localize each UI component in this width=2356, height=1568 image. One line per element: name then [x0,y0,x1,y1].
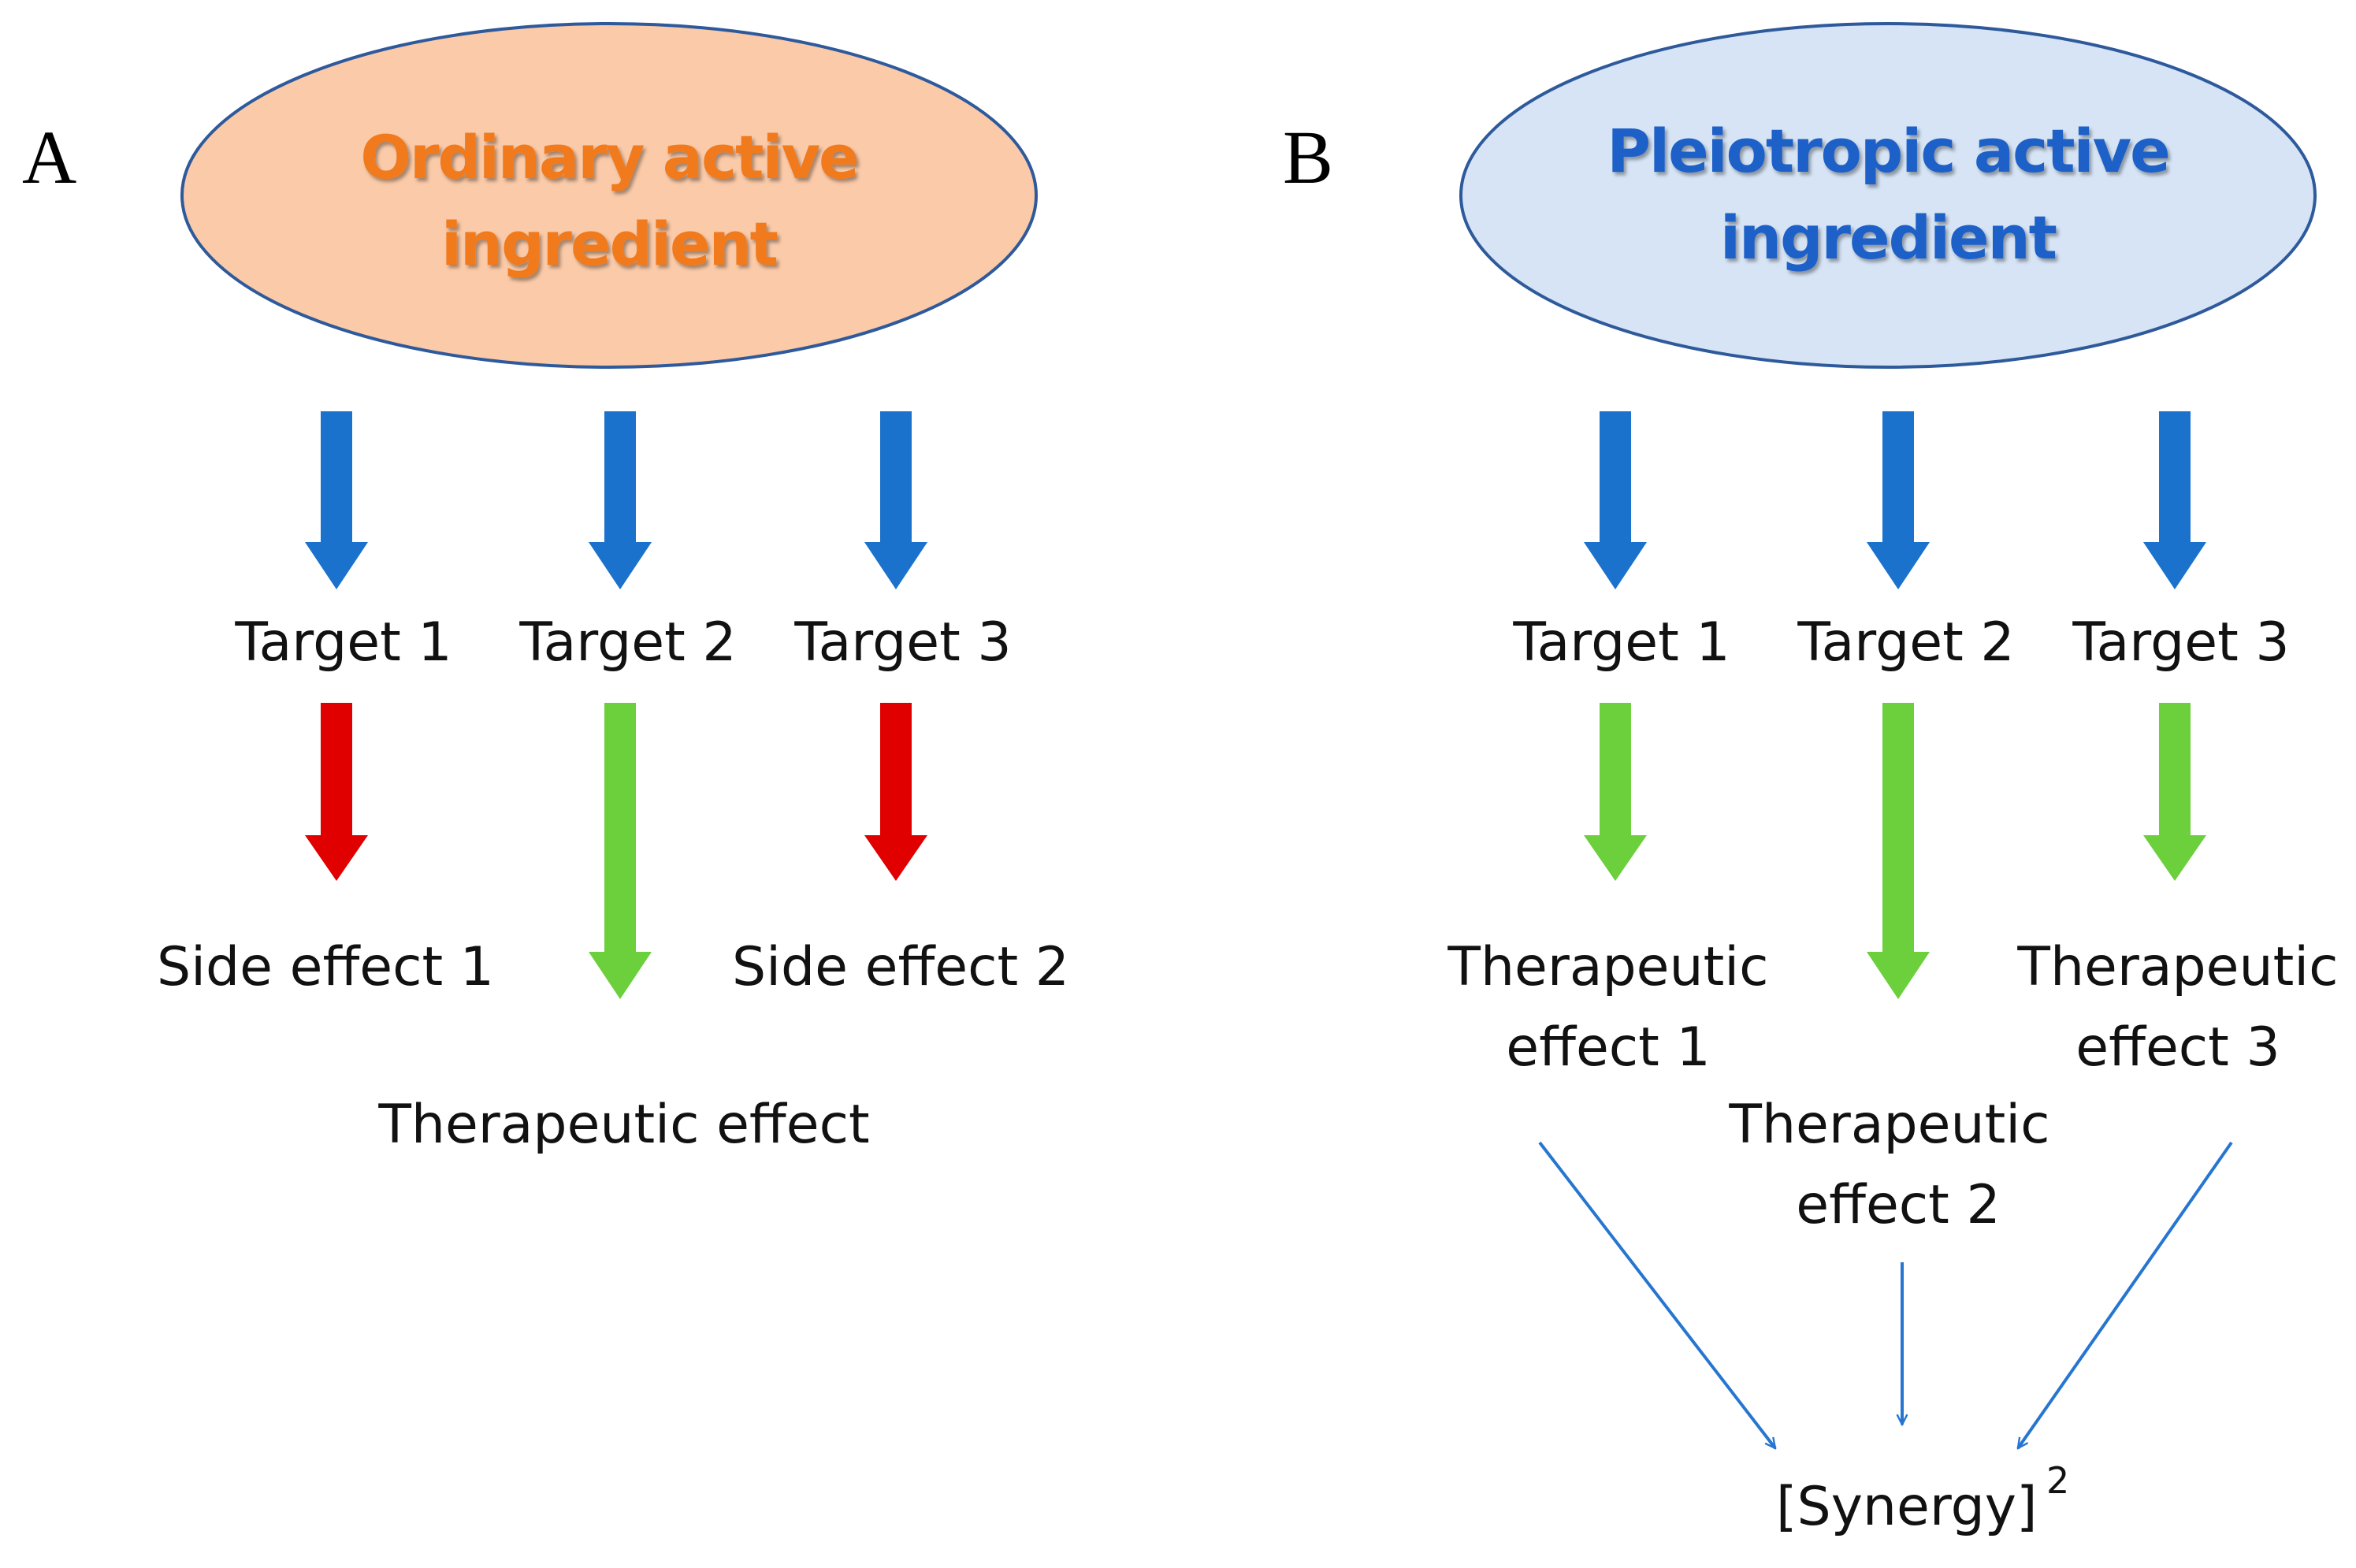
ordinary-ingredient-ellipse: Ordinary active ingredient [180,22,1038,369]
synergy-superscript: 2 [2046,1459,2069,1502]
target-a-1: Target 1 [234,611,452,674]
arrow-effect1-to-synergy [1538,1141,1775,1448]
therapeutic-effect-a: Therapeutic effect [377,1094,869,1156]
arrow-a-side1 [305,703,368,881]
arrow-b-target1 [1584,411,1647,589]
side-effect-1: Side effect 1 [157,936,494,998]
panel-a: A Ordinary active ingredient Target 1 Ta… [22,22,1069,1156]
ordinary-ellipse-line1: Ordinary active [360,122,857,192]
arrow-b-effect2 [1867,703,1930,999]
synergy-label: [Synergy] [1776,1476,2038,1538]
arrow-b-effect1 [1584,703,1647,881]
arrow-effect3-to-synergy [2016,1141,2233,1448]
side-effect-2: Side effect 2 [732,936,1069,998]
panel-b: B Pleiotropic active ingredient Target 1… [1283,22,2339,1538]
pleiotropic-ellipse-line2: ingredient [1720,203,2057,273]
arrow-a-target1 [305,411,368,589]
arrow-b-effect3 [2143,703,2206,881]
arrow-a-target3 [864,411,927,589]
therapeutic-effect-2-line1: Therapeutic [1728,1094,2049,1156]
arrow-a-side2 [864,703,927,881]
arrow-b-target2 [1867,411,1930,589]
therapeutic-effect-1-line2: effect 1 [1506,1016,1710,1079]
ordinary-ellipse-shape [180,22,1038,369]
target-b-1: Target 1 [1512,611,1730,674]
pleiotropic-ellipse-line1: Pleiotropic active [1607,116,2168,186]
target-b-3: Target 3 [2072,611,2289,674]
target-a-3: Target 3 [793,611,1011,674]
therapeutic-effect-2-line2: effect 2 [1796,1174,2000,1236]
panel-b-letter: B [1283,115,1333,199]
target-b-2: Target 2 [1797,611,2014,674]
arrow-a-therapeutic [589,703,652,999]
pleiotropic-ellipse-shape [1459,22,2317,369]
ordinary-ellipse-line2: ingredient [441,209,778,279]
pleiotropic-ingredient-ellipse: Pleiotropic active ingredient [1459,22,2317,369]
panel-a-letter: A [22,115,76,199]
arrow-a-target2 [589,411,652,589]
therapeutic-effect-3-line1: Therapeutic [2016,936,2338,998]
target-a-2: Target 2 [518,611,736,674]
therapeutic-effect-1-line1: Therapeutic [1447,936,1768,998]
therapeutic-effect-3-line2: effect 3 [2075,1016,2280,1079]
arrow-b-target3 [2143,411,2206,589]
